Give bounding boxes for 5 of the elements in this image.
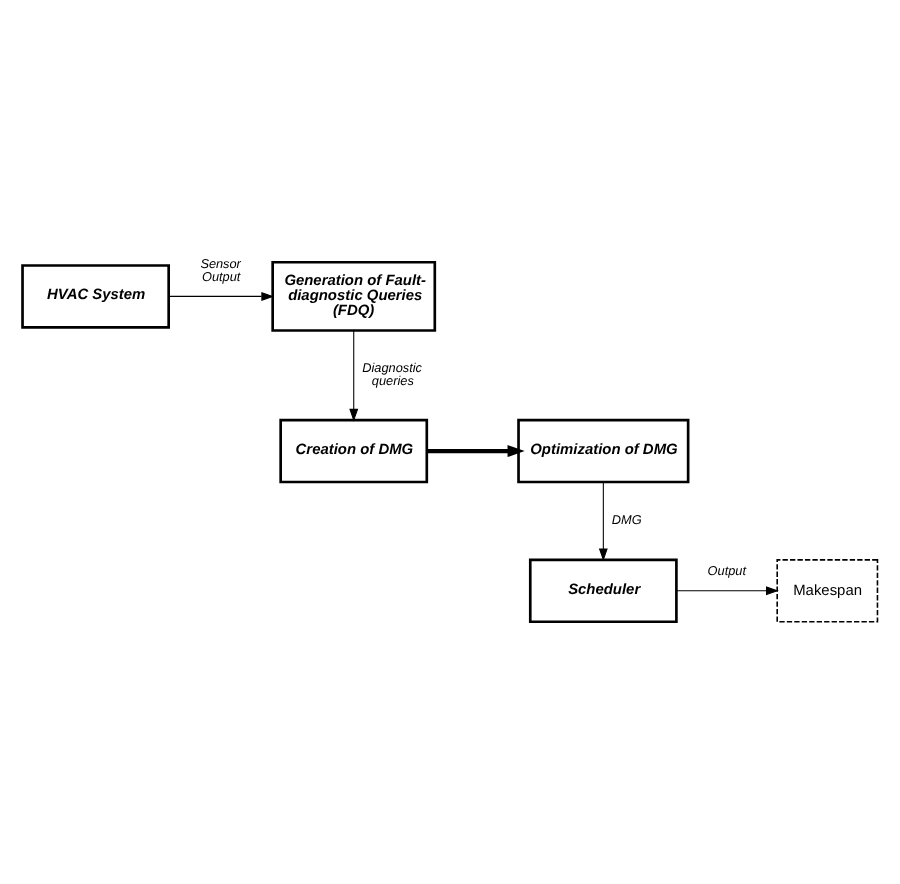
arrow <box>598 481 608 562</box>
arrow <box>168 291 275 301</box>
arrow <box>349 330 359 422</box>
arrow <box>426 445 525 458</box>
arrow <box>676 586 779 596</box>
